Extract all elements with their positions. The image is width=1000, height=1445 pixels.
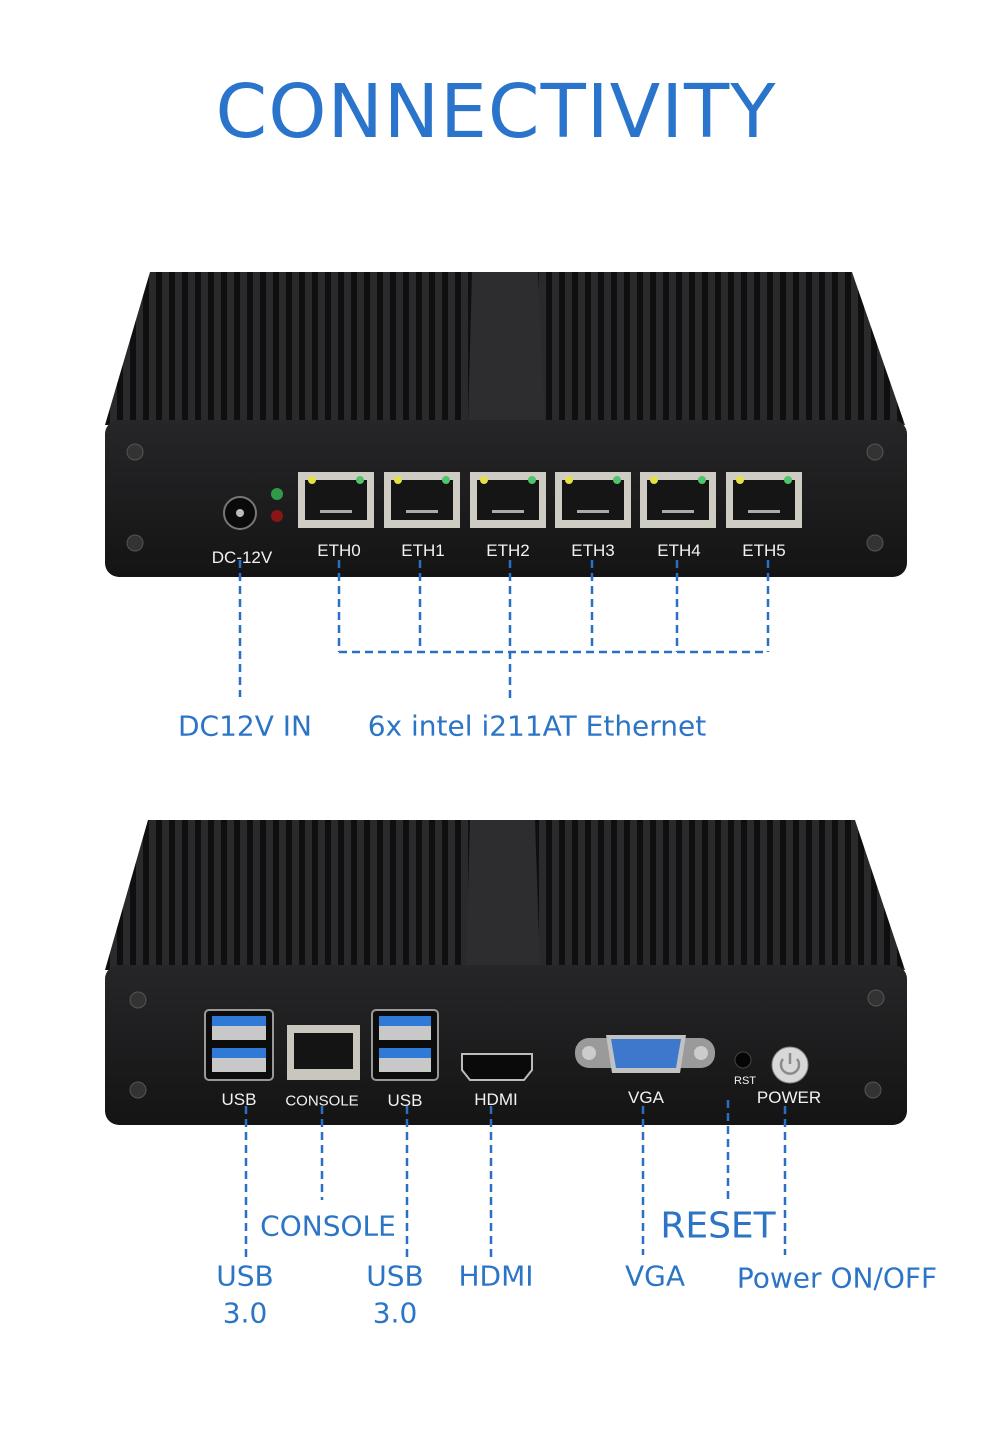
rj45-port-icon bbox=[640, 472, 716, 528]
usb-caption-version: 3.0 bbox=[372, 1296, 418, 1330]
hdmi-port-label: HDMI bbox=[474, 1090, 518, 1109]
eth-port-label: ETH1 bbox=[401, 541, 445, 560]
eth-port-label: ETH5 bbox=[742, 541, 786, 560]
rj45-port-icon bbox=[470, 472, 546, 528]
usb-caption-version: 3.0 bbox=[222, 1296, 268, 1330]
ethernet-ports bbox=[298, 472, 802, 528]
rj45-port-icon bbox=[298, 472, 374, 528]
power-button[interactable] bbox=[771, 1046, 809, 1084]
dc-jack-icon bbox=[223, 496, 257, 530]
screw-icon bbox=[129, 989, 885, 1099]
usb-port-icon bbox=[371, 1009, 439, 1081]
usb-port-label: USB bbox=[221, 1090, 257, 1109]
heatsink-channel bbox=[466, 820, 540, 970]
eth-port-label: ETH3 bbox=[571, 541, 615, 560]
ethernet-caption: 6x intel i211AT Ethernet bbox=[367, 709, 707, 743]
rj45-port-icon bbox=[555, 472, 631, 528]
console-port-label: CONSOLE bbox=[285, 1092, 359, 1110]
eth-port-label: ETH2 bbox=[486, 541, 530, 560]
top-callout-lines bbox=[238, 560, 770, 700]
top-device bbox=[105, 272, 907, 577]
console-caption: CONSOLE bbox=[260, 1209, 396, 1243]
console-port-icon bbox=[287, 1025, 360, 1080]
dc-caption: DC12V IN bbox=[178, 709, 312, 743]
vga-port-icon bbox=[575, 1035, 715, 1073]
hdmi-caption: HDMI bbox=[458, 1259, 534, 1293]
usb-port-label: USB bbox=[387, 1091, 423, 1110]
bottom-callout-lines bbox=[244, 1100, 787, 1258]
reset-button[interactable] bbox=[734, 1051, 752, 1069]
page-title: CONNECTIVITY bbox=[215, 69, 777, 155]
dc-port-label: DC-12V bbox=[211, 548, 273, 567]
eth-port-label: ETH0 bbox=[317, 541, 361, 560]
hdmi-port-icon bbox=[461, 1053, 533, 1081]
usb-caption: USB bbox=[366, 1259, 424, 1293]
heatsink-channel bbox=[468, 272, 545, 425]
vga-caption: VGA bbox=[624, 1259, 686, 1293]
power-port-label: POWER bbox=[756, 1088, 822, 1107]
status-led-green bbox=[271, 488, 283, 500]
rj45-port-icon bbox=[726, 472, 802, 528]
screw-icon bbox=[126, 443, 884, 552]
usb-caption: USB bbox=[216, 1259, 274, 1293]
power-caption: Power ON/OFF bbox=[736, 1261, 938, 1295]
power-icon bbox=[779, 1058, 801, 1075]
eth-port-label: ETH4 bbox=[657, 541, 701, 560]
vga-port-label: VGA bbox=[628, 1088, 664, 1107]
front-panel bbox=[105, 965, 907, 1125]
bottom-device bbox=[105, 820, 907, 1125]
rst-port-label: RST bbox=[734, 1075, 756, 1087]
usb-port-icon bbox=[204, 1009, 274, 1081]
status-led-red bbox=[271, 510, 283, 522]
reset-caption: RESET bbox=[660, 1205, 776, 1247]
rj45-port-icon bbox=[384, 472, 460, 528]
